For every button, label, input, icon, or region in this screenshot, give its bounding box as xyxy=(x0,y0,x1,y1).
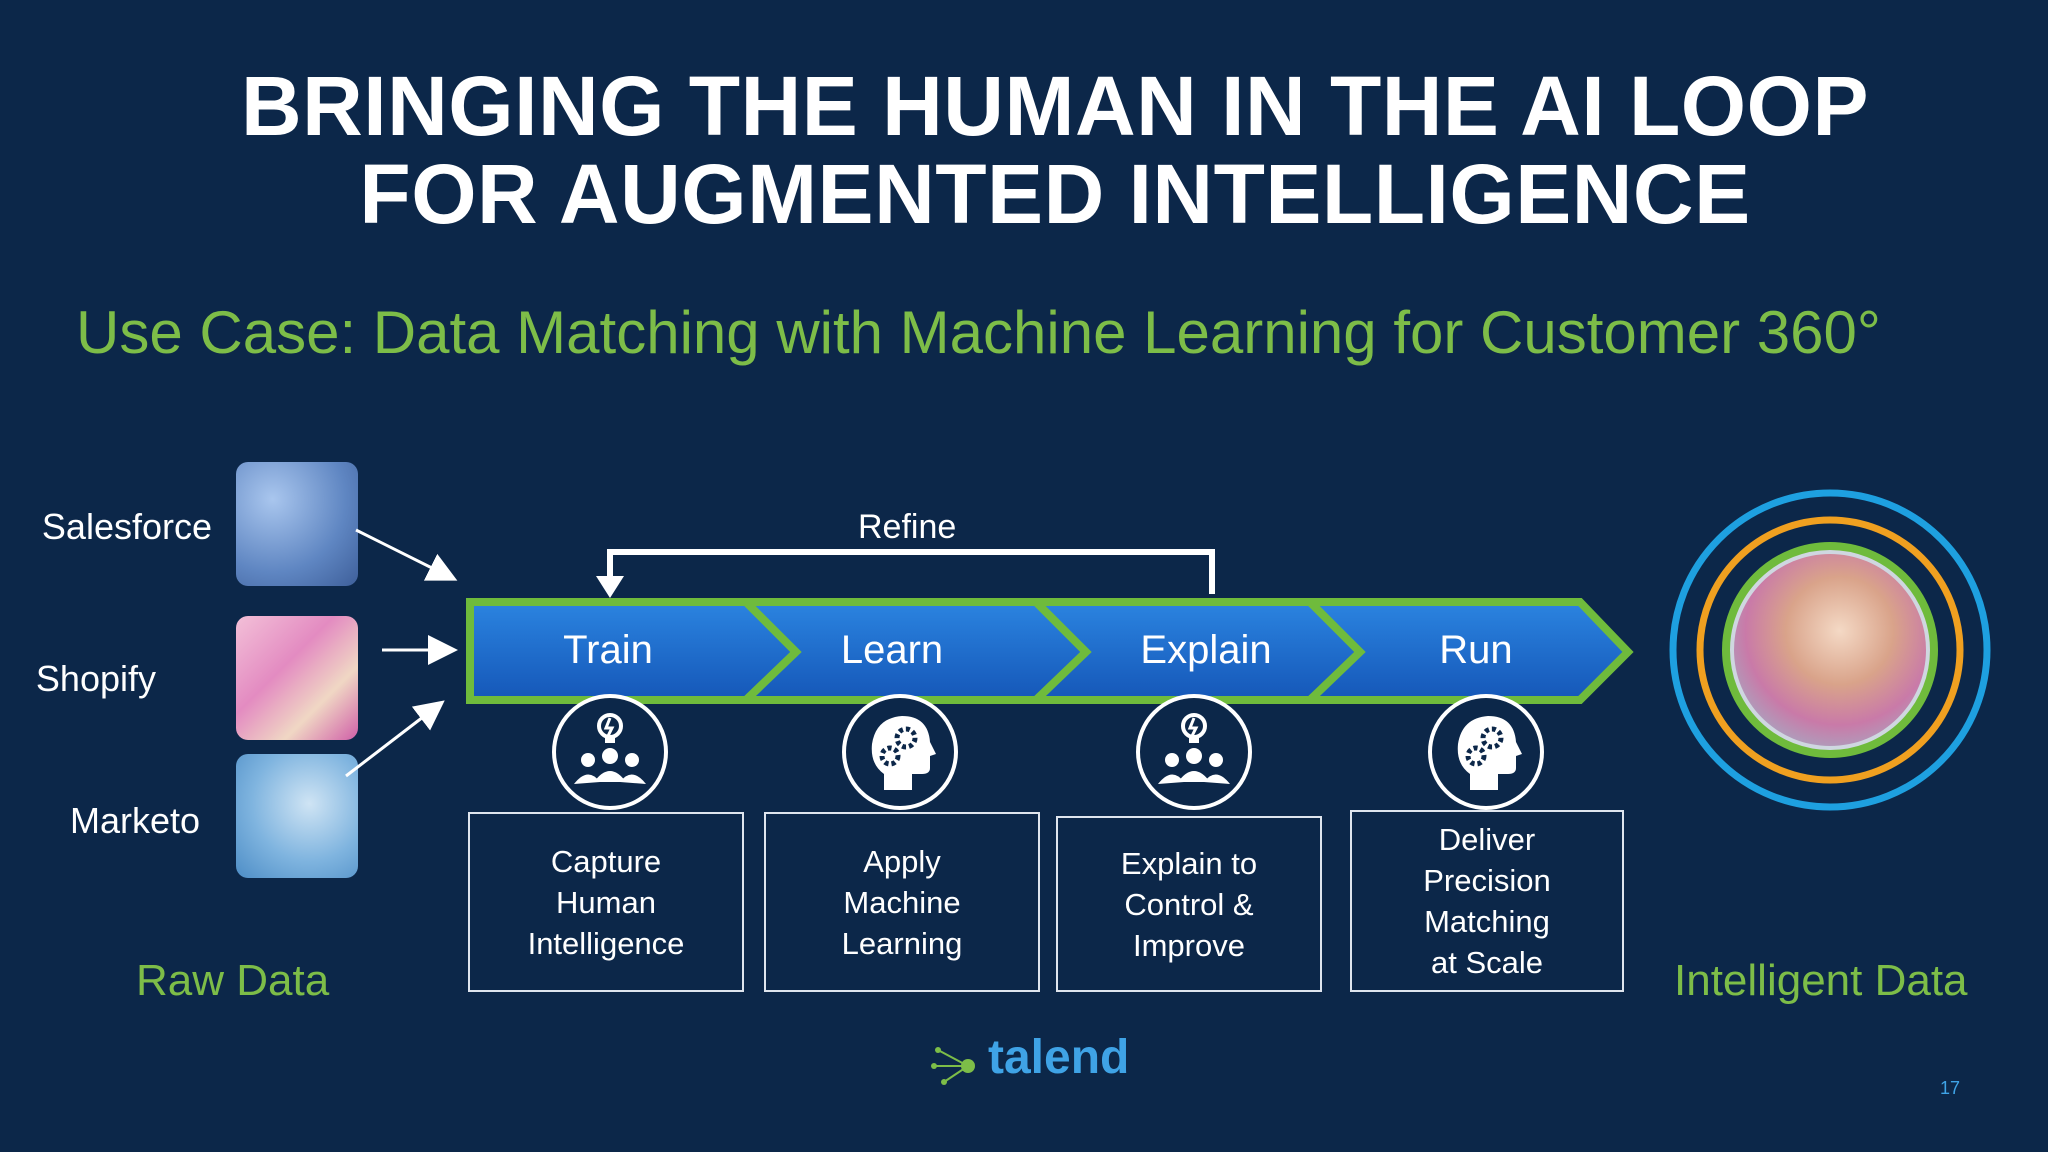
outer-ring xyxy=(1669,489,1991,811)
team-lightbulb-icon xyxy=(552,694,668,810)
stage-label-explain: Explain xyxy=(1140,628,1272,672)
refine-arrowhead xyxy=(596,576,624,598)
refine-label: Refine xyxy=(858,508,957,546)
customer-photo xyxy=(1734,554,1926,746)
source-label-shopify: Shopify xyxy=(35,658,156,699)
use-case-subtitle: Use Case: Data Matching with Machine Lea… xyxy=(76,299,1881,366)
talend-logo-text: talend xyxy=(988,1031,1130,1084)
marketo-arrow xyxy=(345,700,445,778)
chevron-run xyxy=(1300,598,1634,704)
middle-ring xyxy=(1696,516,1964,784)
source-label-marketo: Marketo xyxy=(69,800,200,841)
source-label-salesforce: Salesforce xyxy=(41,506,212,547)
talend-logo-icon xyxy=(931,1047,975,1085)
stage-label-learn: Learn xyxy=(840,628,944,672)
stage-box-explain: Explain to Control & Improve xyxy=(1056,816,1322,992)
shopify-image xyxy=(236,616,358,740)
title-line-1: BRINGING THE HUMAN IN THE AI LOOP xyxy=(240,59,1870,153)
stage-label-train: Train xyxy=(563,628,653,672)
marketo-image xyxy=(236,754,358,878)
refine-loop-line xyxy=(607,549,1215,594)
page-number: 17 xyxy=(1940,1078,1961,1098)
stage-description-run: Deliver Precision Matching at Scale xyxy=(1423,822,1551,980)
stage-description-explain: Explain to Control & Improve xyxy=(1120,845,1258,963)
head-gears-icon xyxy=(1428,694,1544,810)
raw-data-label: Raw Data xyxy=(136,956,330,1005)
stage-box-run: Deliver Precision Matching at Scale xyxy=(1350,810,1624,992)
stage-description-train: Capture Human Intelligence xyxy=(527,843,685,961)
title-line-2: FOR AUGMENTED INTELLIGENCE xyxy=(359,147,1751,241)
slide-title: BRINGING THE HUMAN IN THE AI LOOP FOR AU… xyxy=(0,62,2048,238)
team-lightbulb-icon xyxy=(1136,694,1252,810)
salesforce-image xyxy=(236,462,358,586)
head-gears-icon xyxy=(842,694,958,810)
intelligent-data-label: Intelligent Data xyxy=(1674,956,1968,1005)
stage-description-learn: Apply Machine Learning xyxy=(841,843,963,961)
stage-box-learn: Apply Machine Learning xyxy=(764,812,1040,992)
stage-box-train: Capture Human Intelligence xyxy=(468,812,744,992)
salesforce-arrow xyxy=(355,528,458,581)
stage-label-run: Run xyxy=(1439,628,1513,672)
